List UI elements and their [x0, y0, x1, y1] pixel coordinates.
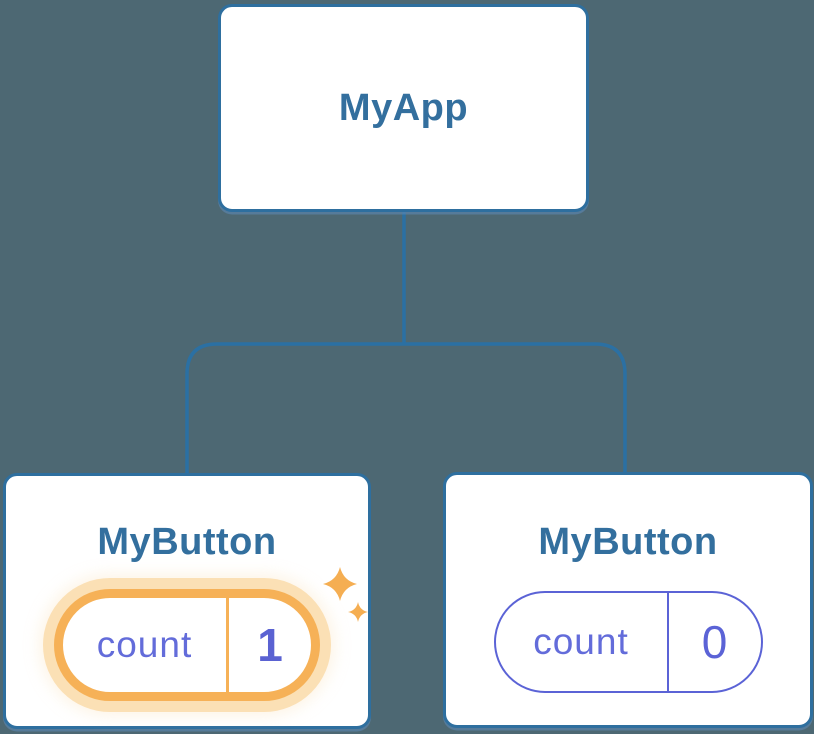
state-value-label: 1 [226, 598, 311, 692]
state-value-label: 0 [666, 593, 761, 691]
state-pill-plain: count 0 [493, 591, 763, 693]
tree-node-root: MyApp [218, 4, 589, 212]
state-name-label: count [96, 624, 193, 665]
child-node-title: MyButton [538, 521, 718, 563]
sparkle-icon [323, 567, 368, 622]
state-pill-highlighted: count 1 [54, 589, 320, 701]
tree-node-mybutton-updated: MyButton count 1 [3, 473, 371, 729]
state-name-label: count [533, 621, 629, 662]
tree-node-mybutton-plain: MyButton count 0 [443, 472, 813, 728]
root-node-title: MyApp [338, 87, 469, 129]
child-node-title: MyButton [97, 521, 277, 563]
